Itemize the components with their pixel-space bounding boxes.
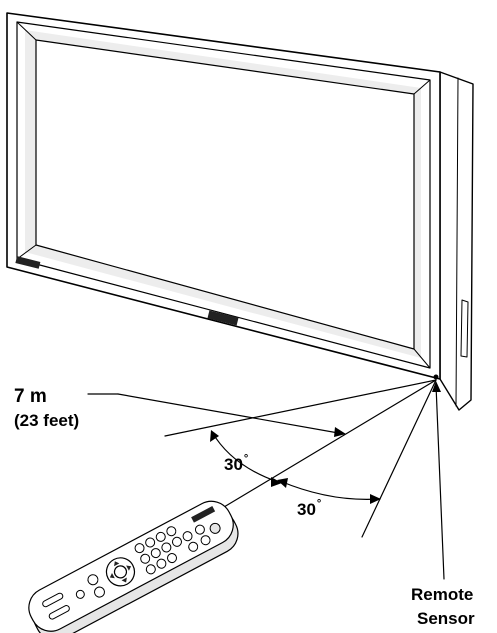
left-angle-label: 30° <box>224 453 249 474</box>
arc-right-arrowhead-left <box>277 478 288 488</box>
right-angle-value: 30 <box>297 500 316 519</box>
right-angle-label: 30° <box>297 498 322 519</box>
remote-dpad-center <box>113 565 128 579</box>
sensor-arrowhead <box>432 381 441 392</box>
left-angle-degree-mark: ° <box>243 453 249 465</box>
left-angle-value: 30 <box>224 455 243 474</box>
angle-arc-left <box>211 431 279 483</box>
sensor-pointer-line <box>435 384 445 580</box>
display-side-inner <box>455 77 459 407</box>
distance-arrowhead <box>334 427 346 437</box>
arc-right-arrowhead-right <box>370 494 381 504</box>
distance-pointer-line <box>117 393 345 435</box>
display-side-panel <box>460 299 469 358</box>
remote-control <box>28 500 239 633</box>
remote-badge <box>191 506 216 523</box>
remote-sensor-window <box>433 374 439 380</box>
display-logo <box>207 310 239 326</box>
distance-label: 7 m <box>14 386 47 407</box>
angle-arc-right <box>279 480 380 500</box>
arrowheads <box>210 381 441 504</box>
sensor-label-line1: Remote <box>411 585 474 604</box>
arc-left-arrowhead-bottom <box>271 477 282 487</box>
lower-boundary-line <box>361 379 437 538</box>
distance-feet-label: (23 feet) <box>14 411 80 430</box>
plasma-display <box>6 12 474 411</box>
sensor-label-line2: Sensor <box>417 609 475 628</box>
display-badge <box>15 256 41 269</box>
center-axis-line <box>223 379 437 508</box>
right-angle-degree-mark: ° <box>316 498 322 510</box>
upper-boundary-line <box>164 379 437 437</box>
range-lines <box>87 379 445 580</box>
arc-left-arrowhead-top <box>210 430 219 442</box>
remote-buttons <box>42 522 221 620</box>
